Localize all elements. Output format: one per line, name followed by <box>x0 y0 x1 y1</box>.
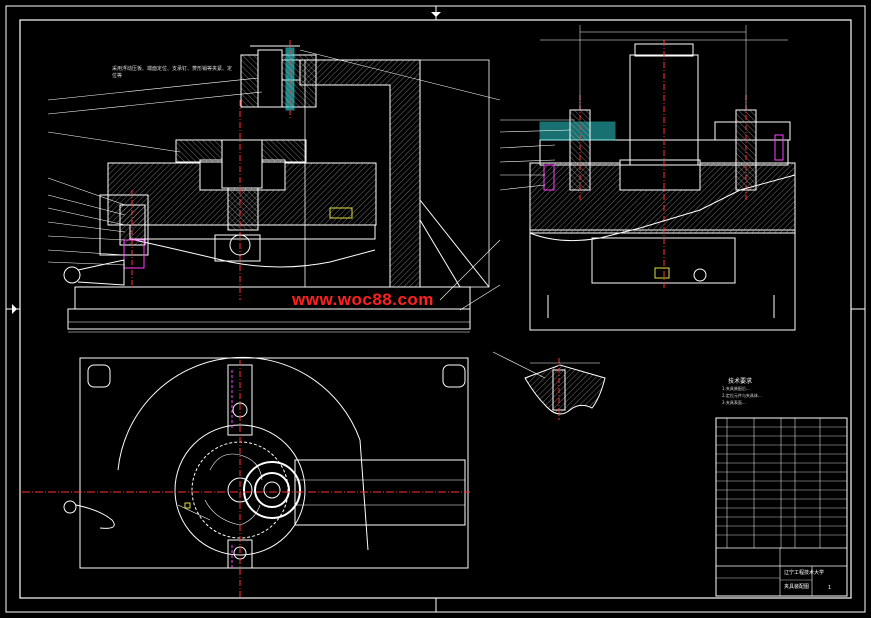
annotation-note: 采用浮动压板、端面定位、支承钉、菱形销等夹紧、定位等 <box>112 66 233 79</box>
watermark-text: www.woc88.com <box>292 290 434 309</box>
tech-requirements-title: 技术要求 <box>728 378 753 385</box>
title-block-drawing-name: 夹具装配图 <box>784 584 810 590</box>
detail-view <box>492 351 606 420</box>
front-view <box>47 40 501 333</box>
side-view <box>499 25 796 331</box>
tech-requirement-line: 1.夹具装配后... <box>722 386 750 391</box>
top-view <box>22 356 470 598</box>
title-block-school: 辽宁工程技术大学 <box>784 570 825 576</box>
title-block <box>715 417 848 597</box>
title-block-sheet-number: 1 <box>828 585 832 591</box>
tech-requirement-line: 3.夹具表面... <box>722 400 746 405</box>
tech-requirement-line: 2.定位元件与夹具体... <box>722 393 762 398</box>
